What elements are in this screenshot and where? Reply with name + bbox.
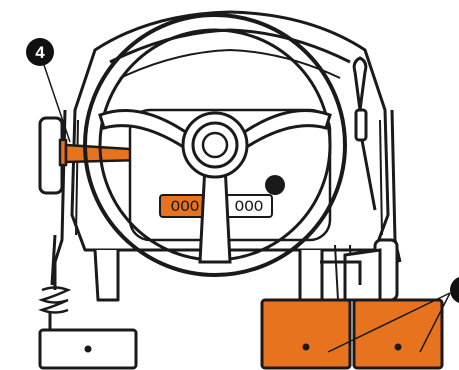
ignition-knob: [265, 175, 285, 195]
clutch-pedal: [40, 330, 136, 368]
gauge-cluster-left-symbols: OOO: [171, 198, 200, 216]
gauge-cluster-right-symbols: OOO: [235, 198, 264, 216]
callout-5-badge: [450, 276, 459, 304]
brake-pedal-left: [262, 300, 350, 368]
callout-4-number: 4: [35, 43, 45, 62]
